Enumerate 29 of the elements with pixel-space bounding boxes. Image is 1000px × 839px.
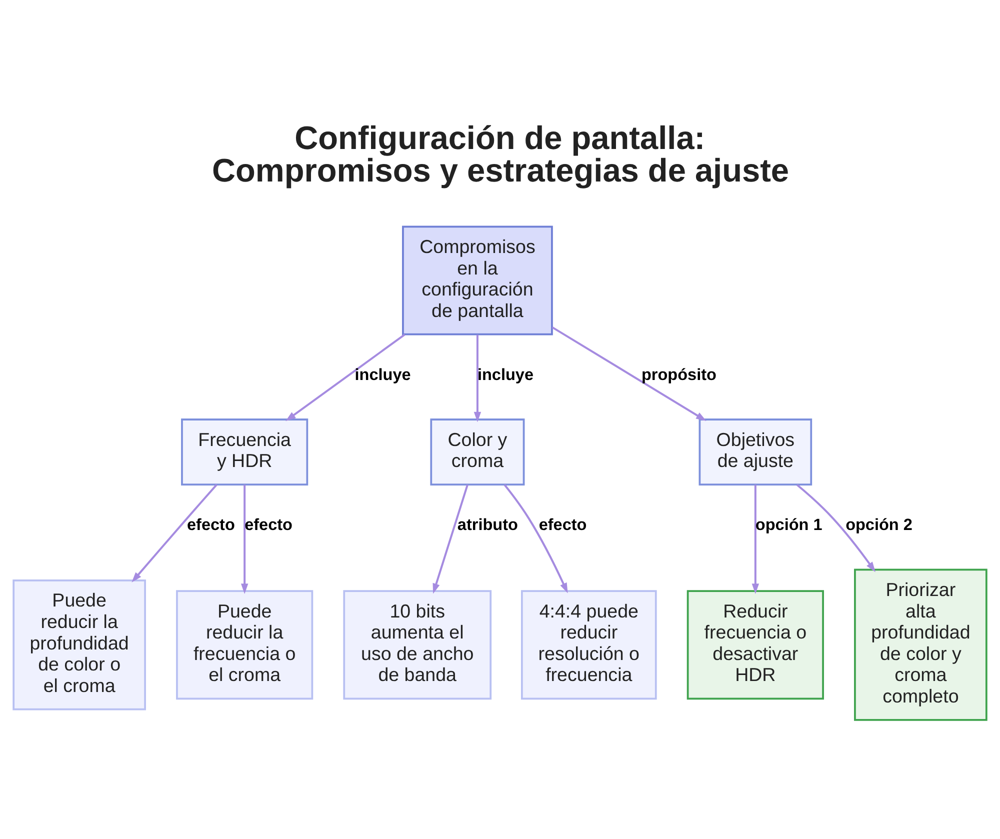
- arrow: [432, 484, 468, 594]
- edge-label: opción 2: [846, 516, 912, 534]
- arrow: [474, 334, 482, 422]
- edge-label: opción 1: [755, 516, 822, 534]
- diagram-title: Configuración de pantalla: Compromisos y estrategias de ajuste: [212, 120, 790, 188]
- node-box: Color y croma: [430, 418, 525, 486]
- node-box: Priorizar alta profundidad de color y croma completo: [854, 568, 988, 721]
- arrow: [504, 484, 568, 594]
- arrow: [132, 484, 218, 582]
- edge-label: incluye: [477, 366, 534, 384]
- arrow: [552, 326, 706, 421]
- arrow: [752, 484, 760, 594]
- node-box: Reducir frecuencia o desactivar HDR: [686, 590, 824, 700]
- edge-label: efecto: [244, 516, 293, 534]
- node-box: Puede reducir la profundidad de color o el croma: [12, 579, 146, 710]
- edge-label: efecto: [538, 516, 587, 534]
- edge-label: efecto: [186, 516, 235, 534]
- arrow: [240, 484, 248, 594]
- edge-label: incluye: [354, 366, 411, 384]
- arrow: [286, 334, 406, 422]
- edge-label: atributo: [457, 516, 518, 534]
- node-box: Objetivos de ajuste: [698, 418, 812, 486]
- node-box: Puede reducir la frecuencia o el croma: [176, 590, 314, 700]
- edge-label: propósito: [641, 366, 716, 384]
- node-box: 10 bits aumenta el uso de ancho de banda: [343, 590, 492, 700]
- arrow: [796, 484, 876, 572]
- node-box: Frecuencia y HDR: [181, 418, 308, 486]
- node-box: 4:4:4 puede reducir resolución o frecuencia: [520, 590, 657, 700]
- node-box: Compromisos en la configuración de pantalla: [402, 226, 553, 336]
